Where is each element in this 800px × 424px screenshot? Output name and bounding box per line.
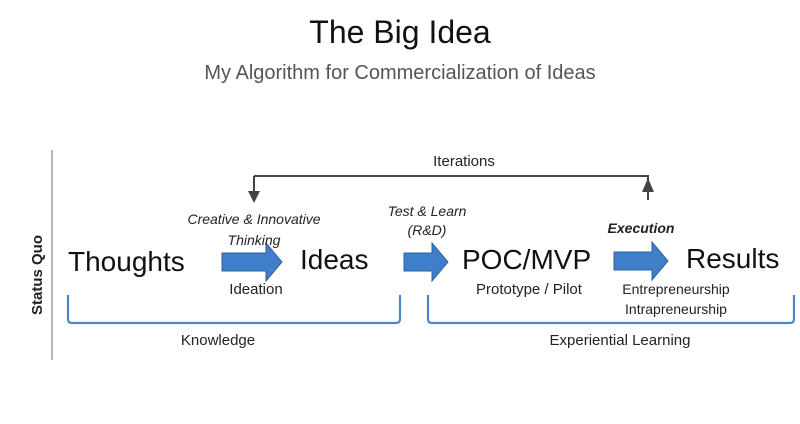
experiential-learning-bracket: [426, 295, 796, 325]
page-title: The Big Idea: [309, 14, 491, 50]
creative-thinking-label-line1: Creative & Innovative: [187, 211, 321, 227]
experiential-learning-label: Experiential Learning: [549, 332, 691, 349]
knowledge-label: Knowledge: [180, 332, 256, 349]
intrapreneurship-label: Intrapreneurship: [625, 301, 727, 317]
ideas-to-poc-arrow: [403, 241, 449, 283]
execution-label: Execution: [607, 220, 675, 236]
page-subtitle: My Algorithm for Commercialization of Id…: [204, 62, 596, 84]
knowledge-bracket: [66, 295, 402, 325]
status-quo-label: Status Quo: [29, 234, 46, 315]
iterations-loop-arrowhead-end: [248, 191, 260, 203]
iterations-loop-arrowhead-start: [642, 178, 654, 192]
stage-thoughts: Thoughts: [68, 246, 185, 277]
poc-to-results-arrow: [613, 240, 669, 282]
ideation-label: Ideation: [229, 281, 283, 298]
stage-results: Results: [686, 243, 780, 274]
test-learn-label-line2: (R&D): [407, 222, 447, 238]
stage-ideas: Ideas: [300, 244, 369, 275]
entrepreneurship-label: Entrepreneurship: [622, 281, 730, 297]
stage-poc-mvp: POC/MVP: [462, 244, 592, 275]
test-learn-label-line1: Test & Learn: [387, 203, 467, 219]
iterations-loop-line: [254, 175, 649, 200]
iterations-label: Iterations: [433, 153, 495, 170]
prototype-pilot-label: Prototype / Pilot: [476, 281, 582, 298]
thoughts-to-ideas-arrow: [221, 241, 283, 283]
creative-thinking-label-line2: Thinking: [227, 232, 281, 248]
